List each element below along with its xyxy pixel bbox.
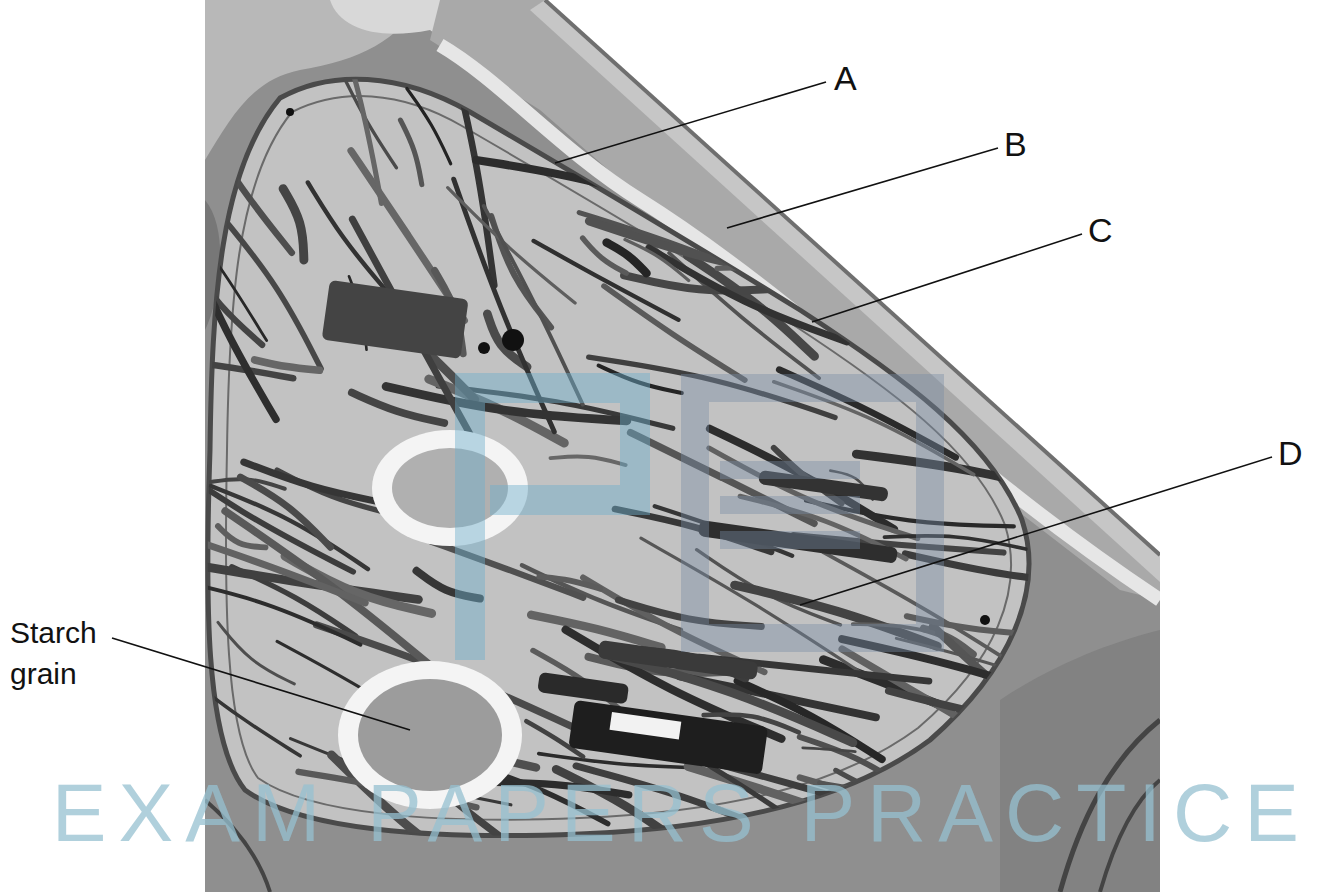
part-letter: C — [1088, 210, 1113, 251]
leader-lines — [112, 82, 1272, 730]
thylakoid — [200, 238, 267, 340]
thylakoid — [539, 577, 600, 589]
thylakoid — [889, 691, 1083, 733]
micrograph-ground — [205, 0, 1160, 892]
plastoglobule — [478, 342, 490, 354]
label-holder: EXAM PAPERS PRACTICE — [52, 768, 1311, 858]
thylakoid — [853, 155, 1002, 270]
thylakoid — [803, 748, 855, 752]
label-holder: C — [1088, 210, 1113, 251]
label-holder: D — [1278, 433, 1303, 474]
watermark: EXAM PAPERS PRACTICE — [52, 768, 1311, 858]
label-holder: B — [1004, 124, 1027, 165]
thylakoid — [603, 93, 722, 126]
thylakoid — [894, 249, 1105, 305]
thylakoid — [197, 119, 292, 252]
thylakoid — [327, 0, 381, 203]
plastoglobule — [286, 108, 294, 116]
structure-label: Starch grain — [10, 613, 130, 694]
leader-line — [812, 234, 1082, 322]
logo-mark — [470, 388, 635, 660]
thylakoid — [939, 381, 1090, 398]
label-holder: Starch grain — [10, 613, 130, 694]
lipid-droplets — [286, 108, 990, 625]
plastoglobule — [980, 615, 990, 625]
leader-line — [800, 457, 1272, 605]
granum — [568, 700, 768, 775]
thylakoid — [255, 360, 320, 370]
thylakoid — [448, 188, 575, 303]
thylakoid — [181, 673, 300, 756]
thylakoid — [240, 477, 330, 547]
thylakoid — [735, 74, 847, 119]
thylakoid — [884, 536, 1025, 549]
thylakoid — [308, 183, 384, 289]
thylakoid — [687, 128, 843, 161]
thylakoid — [476, 160, 712, 219]
leader-line — [727, 148, 998, 228]
thylakoid — [649, 248, 847, 342]
granum — [322, 280, 469, 359]
thylakoid — [173, 533, 366, 603]
part-letter: D — [1278, 433, 1303, 474]
thylakoid-group — [138, 0, 1115, 892]
granum-gap — [609, 712, 681, 740]
thylakoid — [607, 243, 647, 274]
granum — [537, 672, 629, 704]
thylakoid — [507, 100, 766, 131]
thylakoid — [856, 454, 1105, 504]
thylakoid — [866, 138, 1008, 205]
logo-watermark — [470, 388, 930, 660]
cytoplasm — [205, 0, 1160, 892]
thylakoid — [604, 286, 745, 380]
thylakoid — [534, 241, 679, 320]
thylakoid — [550, 456, 625, 465]
thylakoid — [531, 615, 661, 648]
thylakoid — [808, 254, 910, 325]
thylakoid — [184, 235, 276, 419]
plastoglobule — [502, 329, 524, 351]
thylakoid — [400, 120, 421, 184]
thylakoid — [620, 55, 795, 146]
thylakoid — [510, 66, 618, 127]
thylakoid — [218, 526, 265, 547]
leader-line — [112, 638, 410, 730]
thylakoid — [933, 626, 1076, 743]
leader-line — [555, 82, 826, 163]
thylakoid — [661, 218, 726, 234]
thylakoid — [427, 30, 564, 162]
thylakoid — [513, 64, 677, 185]
thylakoid — [717, 268, 791, 278]
part-letter: B — [1004, 124, 1027, 165]
thylakoid — [832, 268, 1040, 367]
thylakoid — [244, 462, 383, 502]
thylakoid — [283, 189, 304, 260]
logo-mark — [720, 470, 860, 540]
label-holder: A — [834, 58, 857, 99]
thylakoid — [691, 54, 847, 155]
part-letter: A — [834, 58, 857, 99]
